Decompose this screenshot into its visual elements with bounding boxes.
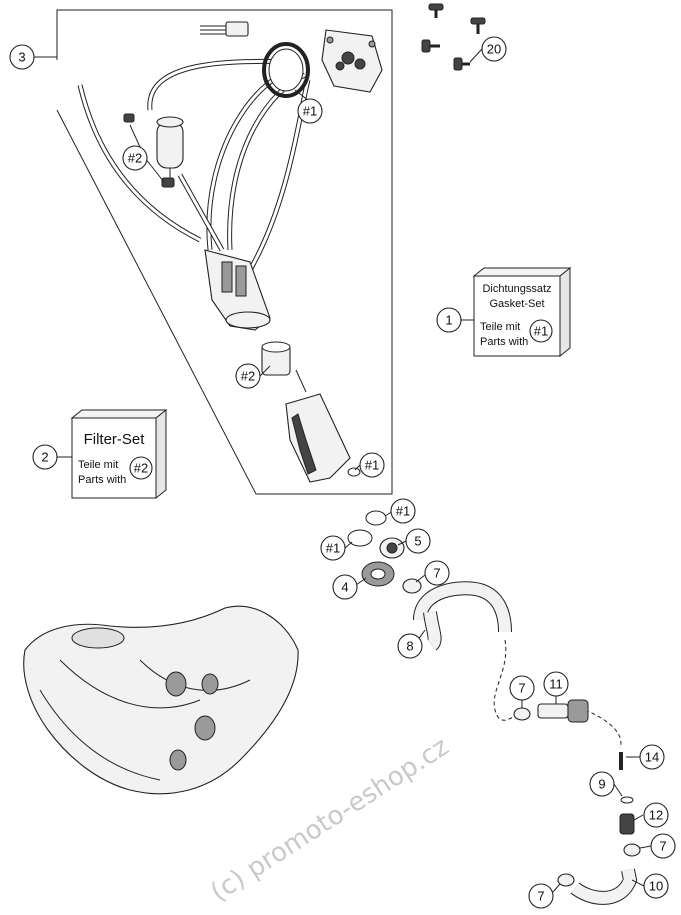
pump-flange (262, 29, 383, 98)
ref-1-flange: #1 (297, 98, 323, 124)
svg-text:9: 9 (598, 777, 605, 792)
callout-3: 3 (9, 44, 35, 70)
ref-1-oring-left: #1 (320, 535, 346, 561)
callout-1: 1 (436, 307, 462, 333)
callout-10: 10 (643, 873, 669, 899)
filter-set-line1: Teile mit (78, 459, 118, 471)
ref-1-oring-top: #1 (390, 498, 416, 524)
wiring-connector (200, 21, 249, 37)
svg-text:14: 14 (645, 750, 659, 765)
callout-7-c: 7 (650, 833, 676, 859)
svg-text:7: 7 (537, 889, 544, 904)
svg-text:4: 4 (341, 580, 348, 595)
fuel-pump-assembly-frame (34, 9, 393, 495)
watermark: (c) promoto-eshop.cz (205, 732, 454, 908)
gasket-set-line4: Parts with (480, 336, 528, 348)
callout-7-d: 7 (528, 883, 554, 909)
gasket-set-line3: Teile mit (480, 321, 520, 333)
fuel-line-parts (347, 510, 641, 905)
callout-9: 9 (589, 771, 615, 797)
svg-text:#2: #2 (128, 151, 142, 166)
svg-text:12: 12 (649, 808, 663, 823)
gasket-set-box: Dichtungssatz Gasket-Set Teile mit Parts… (461, 266, 572, 358)
callout-12: 12 (643, 802, 669, 828)
svg-text:7: 7 (659, 839, 666, 854)
svg-text:#1: #1 (326, 541, 340, 556)
gasket-set-line1: Dichtungssatz (482, 283, 551, 295)
svg-text:#2: #2 (241, 369, 255, 384)
callout-5: 5 (405, 528, 431, 554)
gasket-set-ref: #1 (529, 319, 553, 343)
callout-7-b: 7 (509, 675, 535, 701)
fuel-tank (23, 605, 299, 795)
svg-text:7: 7 (518, 681, 525, 696)
callout-2: 2 (32, 444, 58, 470)
callout-14: 14 (639, 744, 665, 770)
svg-text:10: 10 (649, 879, 663, 894)
callout-7-a: 7 (424, 560, 450, 586)
svg-text:7: 7 (433, 566, 440, 581)
svg-text:#2: #2 (134, 461, 148, 476)
svg-text:1: 1 (445, 313, 452, 328)
svg-text:#1: #1 (534, 324, 548, 339)
svg-text:#1: #1 (365, 458, 379, 473)
svg-text:20: 20 (487, 42, 501, 57)
svg-text:#1: #1 (396, 504, 410, 519)
callout-4: 4 (332, 574, 358, 600)
callout-11: 11 (543, 671, 569, 697)
fuel-lines (76, 28, 311, 272)
filter-set-line2: Parts with (78, 474, 126, 486)
pump-body (204, 249, 361, 483)
ref-1-pump: #1 (359, 452, 385, 478)
svg-text:3: 3 (18, 50, 25, 65)
ref-2-strainer: #2 (235, 363, 261, 389)
ref-2-filter: #2 (122, 145, 148, 171)
svg-text:2: 2 (41, 450, 48, 465)
fuel-filter (123, 113, 184, 188)
filter-set-ref: #2 (129, 456, 153, 480)
svg-text:8: 8 (406, 639, 413, 654)
screws (421, 3, 486, 71)
gasket-set-line2: Gasket-Set (489, 298, 544, 310)
filter-set-title: Filter-Set (84, 431, 146, 448)
callout-8: 8 (397, 633, 423, 659)
filter-set-box: Filter-Set Teile mit Parts with #2 (57, 408, 168, 500)
callout-20: 20 (481, 36, 507, 62)
svg-text:#1: #1 (303, 104, 317, 119)
svg-text:5: 5 (414, 534, 421, 549)
svg-text:11: 11 (549, 677, 563, 692)
